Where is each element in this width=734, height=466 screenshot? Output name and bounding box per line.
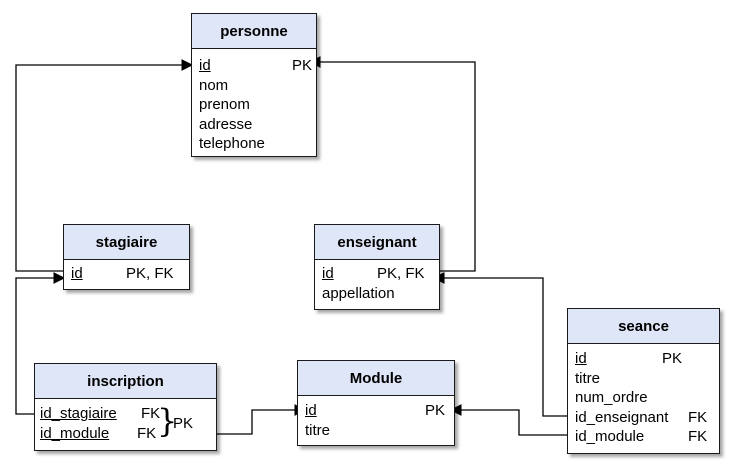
attribute-name: id_stagiaire (40, 405, 117, 422)
attribute-row: id_stagiaire FK (40, 404, 209, 424)
entity-title: Module (298, 361, 454, 396)
attribute-key: PK (292, 57, 313, 74)
attribute-key: FK (688, 428, 708, 446)
entity-title: inscription (35, 364, 216, 399)
attribute-key: PK, FK (377, 265, 425, 282)
attribute-row: nom (199, 76, 309, 96)
entity-personne: personne id PK nom prenom adresse teleph… (191, 13, 317, 157)
composite-key-brace: } (157, 402, 178, 440)
link-stagiaire-personne (15, 59, 194, 272)
entity-enseignant: enseignant id PK, FK appellation (314, 224, 440, 310)
attribute-row: adresse (199, 115, 309, 135)
attribute-name: telephone (199, 135, 265, 153)
attribute-row: id_module FK (40, 424, 209, 444)
entity-title: enseignant (315, 225, 439, 260)
composite-key-label: PK (173, 415, 194, 432)
attribute-row: id PK, FK (71, 264, 182, 284)
attribute-name: id (322, 265, 334, 282)
entity-inscription: inscription id_stagiaire FK id_module FK… (34, 363, 217, 451)
attribute-name: adresse (199, 115, 253, 133)
attribute-row: id PK, FK (322, 264, 432, 284)
attribute-row: prenom (199, 95, 309, 115)
attribute-name: prenom (199, 96, 250, 114)
attribute-name: id_module (575, 428, 645, 446)
attribute-row: telephone (199, 134, 309, 154)
attribute-key: PK (662, 350, 683, 367)
attribute-key: FK (137, 424, 157, 442)
link-enseignant-personne (308, 56, 476, 272)
attribute-name: titre (305, 421, 331, 439)
attribute-row: appellation (322, 284, 432, 304)
attribute-name: id_enseignant (575, 408, 669, 426)
entity-seance: seance id PK titre num_ordre id_enseigna… (567, 308, 720, 454)
attribute-name: id (305, 402, 317, 419)
attribute-name: id (71, 265, 83, 282)
attribute-name: id_module (40, 424, 110, 442)
attribute-key: FK (688, 408, 708, 426)
attribute-row: id PK (575, 349, 712, 369)
attribute-name: titre (575, 369, 601, 387)
attribute-name: num_ordre (575, 389, 648, 407)
entity-stagiaire: stagiaire id PK, FK (63, 224, 190, 290)
attribute-row: titre (305, 421, 447, 441)
link-inscription-stagiaire (15, 272, 66, 415)
attribute-row: num_ordre (575, 388, 712, 408)
entity-title: stagiaire (64, 225, 189, 260)
attribute-row: titre (575, 369, 712, 389)
attribute-key: FK (141, 405, 161, 422)
link-seance-module (449, 404, 570, 436)
attribute-name: appellation (322, 284, 395, 302)
entity-title: seance (568, 309, 719, 344)
attribute-row: id PK (199, 56, 313, 76)
entity-title: personne (192, 14, 316, 49)
attribute-key: PK, FK (126, 265, 174, 282)
attribute-row: id PK (305, 401, 447, 421)
attribute-name: id (199, 57, 211, 74)
attribute-name: nom (199, 76, 229, 94)
attribute-row: id_enseignant FK (575, 408, 712, 428)
attribute-key: PK (425, 402, 446, 419)
link-seance-enseignant (432, 272, 570, 417)
attribute-row: id_module FK (575, 427, 712, 447)
attribute-name: id (575, 350, 587, 367)
entity-module: Module id PK titre (297, 360, 455, 446)
